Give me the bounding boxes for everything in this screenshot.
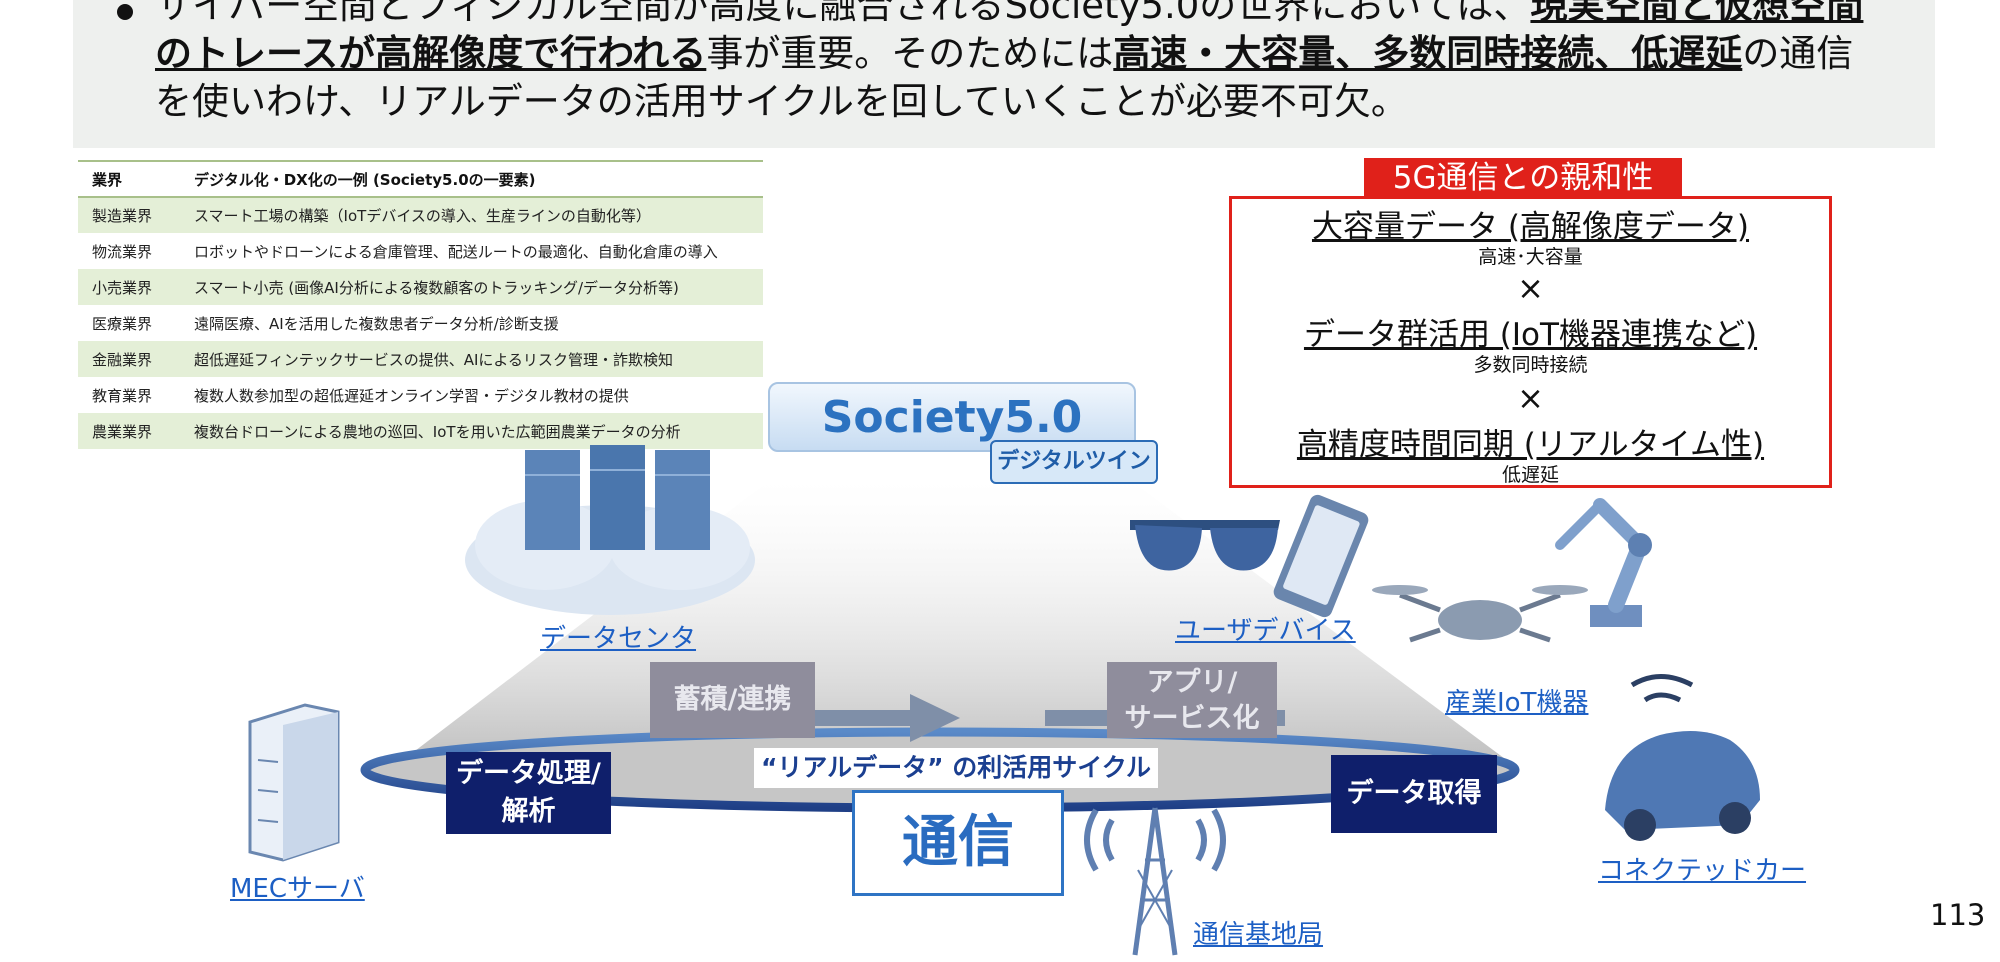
data-processing-box: データ処理/ 解析: [446, 752, 611, 834]
accumulate-box: 蓄積/連携: [650, 662, 815, 738]
fiveg-item-sub: 多数同時接続: [1473, 354, 1588, 376]
data-center-label[interactable]: データセンタ: [540, 624, 697, 654]
drone-icon: [1372, 585, 1588, 643]
table-row: 金融業界 超低遅延フィンテックサービスの提供、AIによるリスク管理・詐欺検知: [78, 341, 763, 377]
fiveg-item-sub: 低遅延: [1501, 464, 1559, 486]
fiveg-item-main: 大容量データ (高解像度データ): [1311, 209, 1750, 245]
table-row: 製造業界 スマート工場の構築（IoTデバイスの導入、生産ラインの自動化等）: [78, 197, 763, 233]
fiveg-item-main: データ群活用 (IoT機器連携など): [1303, 317, 1758, 353]
industry-table: 業界 デジタル化・DX化の一例 (Society5.0の一要素) 製造業界 スマ…: [78, 160, 763, 449]
society-title: Society5.0: [821, 392, 1083, 443]
app-service-line1: アプリ/: [1146, 667, 1238, 698]
app-service-line2: サービス化: [1124, 703, 1260, 734]
data-acquisition-box: データ取得: [1331, 755, 1497, 833]
cycle-label: “リアルデータ” の利活用サイクル: [754, 748, 1158, 788]
user-device-label[interactable]: ユーザデバイス: [1175, 616, 1356, 646]
fiveg-item-sub: 高速･大容量: [1478, 246, 1583, 268]
table-row: 農業業界 複数台ドローンによる農地の巡回、IoTを用いた広範囲農業データの分析: [78, 413, 763, 449]
header-industry: 業界: [78, 160, 180, 198]
robot-arm-icon: [1555, 498, 1652, 627]
fiveg-tag: 5G通信との親和性: [1364, 158, 1682, 198]
industry-name: 製造業界: [78, 197, 180, 233]
fiveg-item-main: 高精度時間同期 (リアルタイム性): [1296, 427, 1765, 463]
multiply-sign: ×: [1517, 269, 1544, 307]
header-example: デジタル化・DX化の一例 (Society5.0の一要素): [180, 160, 763, 198]
industry-example: 複数台ドローンによる農地の巡回、IoTを用いた広範囲農業データの分析: [180, 413, 763, 449]
industry-example: 遠隔医療、AIを活用した複数患者データ分析/診断支援: [194, 314, 559, 333]
industry-name: 医療業界: [92, 314, 153, 333]
base-station-label[interactable]: 通信基地局: [1193, 920, 1324, 950]
bullet-text: サイバー空間とフィジカル空間が高度に融合されるSociety5.0の世界において…: [155, 0, 1864, 123]
industry-name: 物流業界: [92, 242, 153, 261]
data-center-icon: [465, 445, 755, 615]
communication-box: 通信: [852, 790, 1064, 896]
industry-example: ロボットやドローンによる倉庫管理、配送ルートの最適化、自動化倉庫の導入: [194, 242, 718, 261]
fiveg-box: 大容量データ (高解像度データ) 高速･大容量 × データ群活用 (IoT機器連…: [1229, 196, 1832, 488]
industry-name: 金融業界: [78, 341, 180, 377]
app-service-box: アプリ/ サービス化: [1107, 662, 1277, 738]
bullet-dot: [117, 4, 133, 20]
mec-server-icon: [248, 703, 340, 862]
industry-example: スマート小売 (画像AI分析による複数顧客のトラッキング/データ分析等): [180, 269, 763, 305]
industry-example: スマート工場の構築（IoTデバイスの導入、生産ラインの自動化等）: [180, 197, 763, 233]
table-row: 小売業界 スマート小売 (画像AI分析による複数顧客のトラッキング/データ分析等…: [78, 269, 763, 305]
smart-glasses-icon: [1130, 520, 1280, 571]
table-row: 医療業界 遠隔医療、AIを活用した複数患者データ分析/診断支援: [78, 305, 763, 341]
mec-label[interactable]: MECサーバ: [230, 874, 365, 904]
table-row: 教育業界 複数人数参加型の超低遅延オンライン学習・デジタル教材の提供: [78, 377, 763, 413]
connected-car-label[interactable]: コネクテッドカー: [1598, 856, 1807, 886]
data-processing-line1: データ処理/: [456, 758, 601, 789]
table-row: 物流業界 ロボットやドローンによる倉庫管理、配送ルートの最適化、自動化倉庫の導入: [78, 233, 763, 269]
smartphone-icon: [1273, 494, 1369, 618]
industry-example: 複数人数参加型の超低遅延オンライン学習・デジタル教材の提供: [194, 386, 629, 405]
data-processing-line2: 解析: [501, 796, 556, 827]
digital-twin-tag: デジタルツイン: [990, 440, 1158, 484]
table-header-row: 業界 デジタル化・DX化の一例 (Society5.0の一要素): [78, 160, 763, 198]
industry-example: 超低遅延フィンテックサービスの提供、AIによるリスク管理・詐欺検知: [180, 341, 763, 377]
industry-name: 教育業界: [92, 386, 153, 405]
multiply-sign: ×: [1517, 379, 1544, 417]
message-banner: [73, 0, 1935, 148]
industry-name: 農業業界: [78, 413, 180, 449]
page-number: 113: [1930, 898, 1986, 932]
industry-name: 小売業界: [78, 269, 180, 305]
iot-label[interactable]: 産業IoT機器: [1445, 688, 1589, 718]
connected-car-icon: [1605, 674, 1760, 841]
base-station-icon: [1084, 807, 1226, 956]
